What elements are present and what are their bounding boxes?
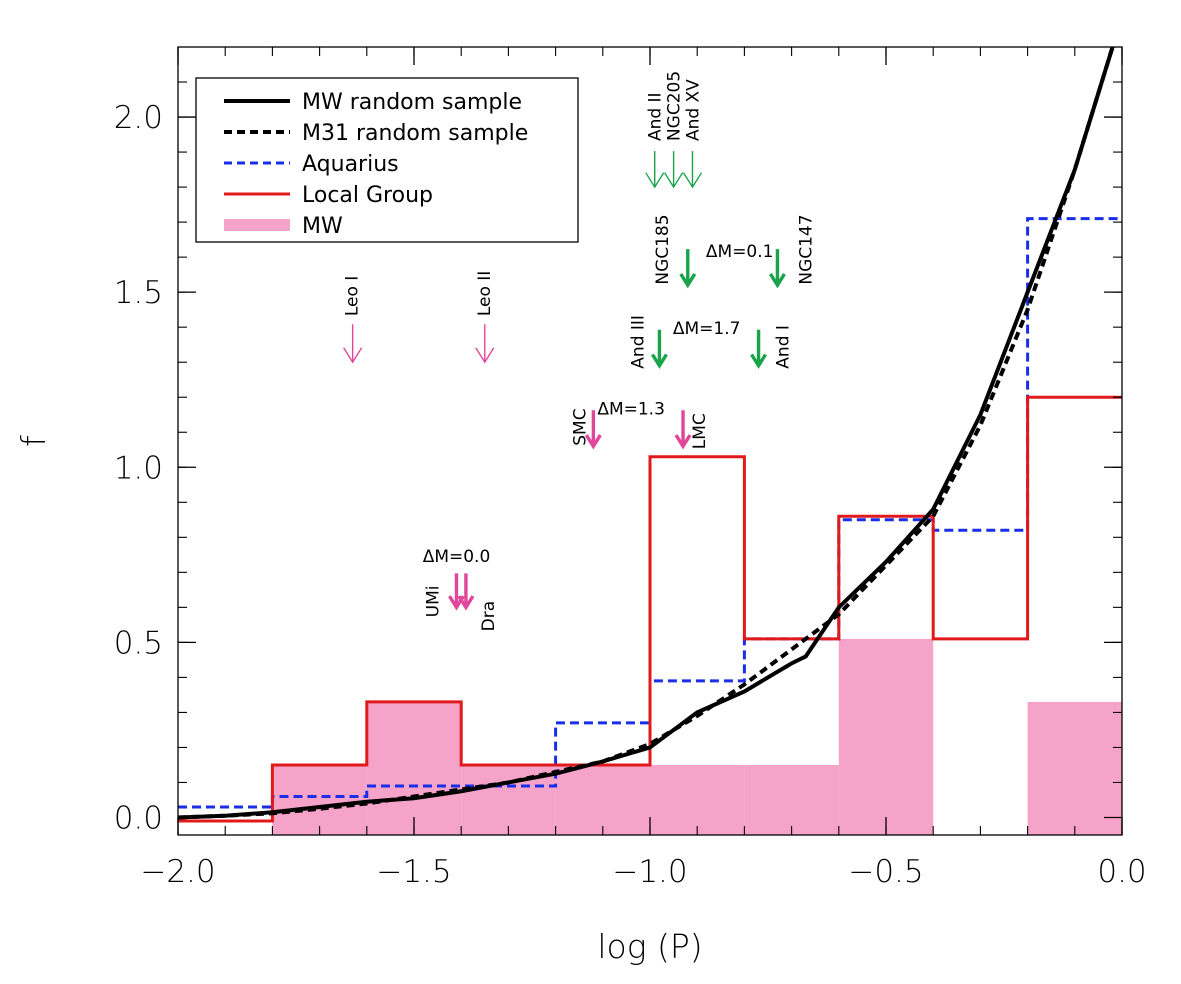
galaxy-label: Leo I (343, 276, 363, 316)
local-group-step-line (178, 395, 1122, 823)
galaxy-label: UMi (423, 586, 443, 618)
legend-label: Local Group (302, 183, 433, 208)
y-tick-label: 1.5 (114, 275, 163, 311)
mw-histogram-bars (272, 638, 1122, 835)
mw-bar (1027, 701, 1122, 835)
annotation-arrow-head (475, 347, 495, 364)
x-tick-label: −2.0 (140, 854, 215, 890)
annotation-arrow-head (584, 434, 602, 450)
y-tick-label: 1.0 (114, 450, 163, 486)
legend-label: M31 random sample (302, 121, 528, 146)
legend-box (195, 77, 579, 243)
mw-bar (650, 764, 745, 835)
galaxy-label: SMC (570, 408, 590, 445)
y-tick-label: 0.0 (114, 800, 163, 836)
delta-m-label: ΔM=1.7 (673, 319, 741, 339)
legend-label: MW random sample (302, 90, 522, 115)
galaxy-label: LMC (690, 413, 710, 449)
delta-m-label: ΔM=1.3 (597, 400, 665, 420)
annotation-arrow-head (674, 434, 692, 450)
x-tick-label: −1.0 (612, 854, 687, 890)
delta-m-label: ΔM=0.0 (423, 547, 491, 567)
galaxy-label: And I (774, 325, 794, 369)
annotation-arrow-head (768, 273, 786, 289)
galaxy-label: And II (646, 92, 666, 141)
x-tick-label: 0.0 (1097, 854, 1146, 890)
annotation-arrow-head (682, 172, 703, 189)
mw-bar (744, 764, 839, 835)
y-axis-label: f (14, 435, 53, 447)
series-lines (177, 46, 1122, 823)
annotation-arrow-head (750, 353, 768, 369)
annotation-arrow-head (343, 347, 363, 364)
annotation-arrow-head (679, 273, 697, 289)
annotation-arrow-head (645, 172, 665, 189)
galaxy-label: And III (628, 315, 648, 369)
y-tick-label: 0.5 (114, 625, 163, 661)
galaxy-label: NGC185 (653, 214, 673, 284)
galaxy-label: Leo II (475, 271, 495, 316)
mw-bar (272, 764, 367, 835)
annotation-arrow-head (664, 172, 684, 189)
axis-ticks: −2.0 −1.5 −1.0 −0.5 0.0 0.0 0.5 1.0 1.5 2.0 (114, 47, 1147, 890)
x-tick-label: −1.5 (376, 854, 451, 890)
legend-label: Aquarius (302, 152, 399, 177)
delta-m-label: ΔM=0.1 (706, 242, 774, 262)
galaxy-label: NGC205 (665, 71, 685, 141)
annotation-arrow-head (457, 595, 475, 611)
legend-label: MW (302, 214, 343, 239)
mw-bar (366, 701, 462, 835)
mw-random-sample-line (177, 46, 1115, 820)
x-axis-label: log (P) (597, 927, 702, 966)
mw-bar (838, 638, 934, 835)
mw-bar (555, 764, 650, 835)
galaxy-label: Dra (479, 601, 499, 632)
annotation-arrow-head (650, 353, 668, 369)
galaxy-label: NGC147 (796, 214, 816, 284)
galaxy-label: And XV (683, 79, 703, 141)
y-tick-label: 2.0 (114, 100, 163, 136)
x-tick-label: −0.5 (848, 854, 923, 890)
